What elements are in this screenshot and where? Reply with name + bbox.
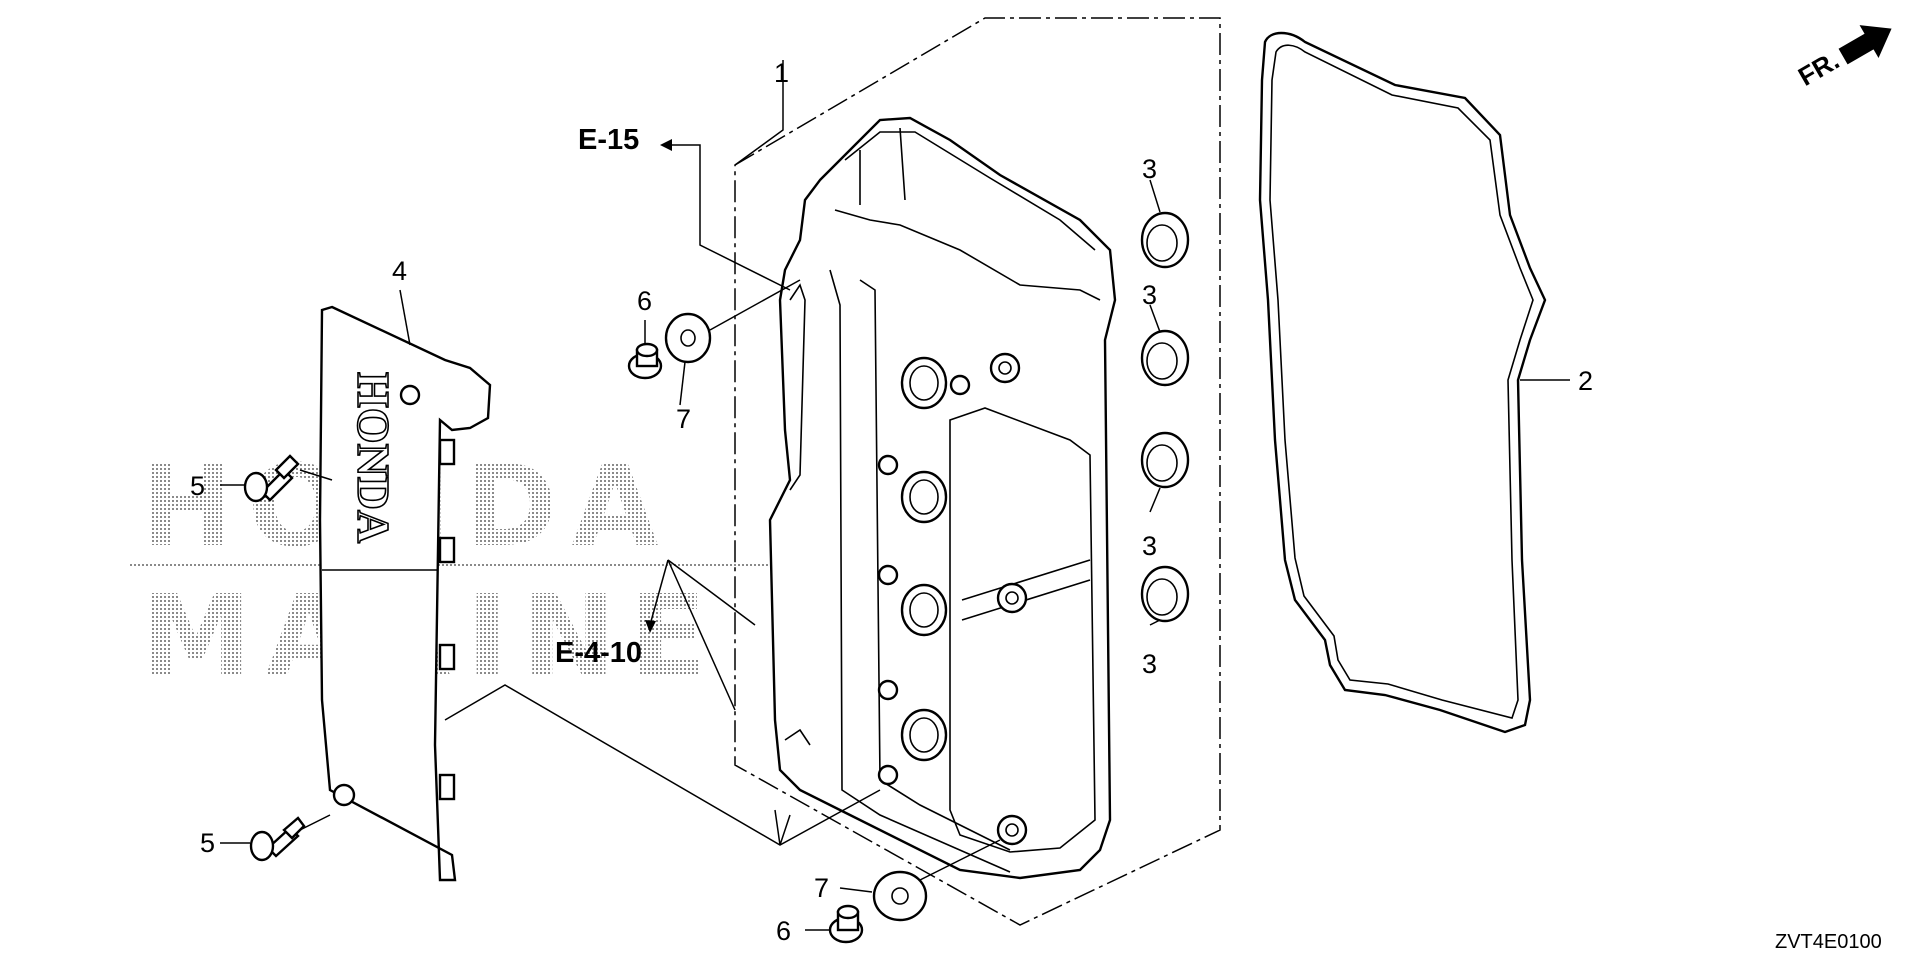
bolt-cap-upper[interactable] bbox=[627, 342, 663, 380]
assembly-group-frame bbox=[734, 17, 1221, 926]
callout-seal-b: 3 bbox=[1142, 280, 1157, 310]
bolt-lower[interactable] bbox=[249, 816, 306, 862]
callout-cover-panel: 4 bbox=[392, 256, 407, 286]
bolt-upper[interactable] bbox=[243, 454, 300, 503]
mounting-bosses bbox=[877, 352, 1028, 846]
cover-panel[interactable]: HONDA bbox=[318, 305, 492, 882]
spark-plug-hole bbox=[900, 356, 948, 762]
cover-logo-honda: HONDA bbox=[348, 372, 399, 543]
cover-panel-tabs bbox=[438, 438, 456, 801]
callout-seal-c: 3 bbox=[1142, 531, 1157, 561]
reference-e-4-10[interactable]: E-4-10 bbox=[555, 637, 642, 669]
callout-gasket: 2 bbox=[1578, 366, 1593, 396]
callout-seal-d: 3 bbox=[1142, 649, 1157, 679]
seal-a[interactable] bbox=[1140, 211, 1190, 269]
grommet-upper[interactable] bbox=[664, 312, 712, 364]
callout-grommet-upper: 7 bbox=[676, 404, 691, 434]
seal-d[interactable] bbox=[1140, 565, 1190, 623]
callout-grommet-lower: 7 bbox=[814, 873, 829, 903]
bolt-cap-lower[interactable] bbox=[828, 904, 864, 944]
seal-b[interactable] bbox=[1140, 329, 1190, 387]
callout-bolt-cap-lower: 6 bbox=[776, 916, 791, 946]
leader-lines bbox=[220, 60, 1570, 931]
reference-e-15[interactable]: E-15 bbox=[578, 124, 639, 156]
callout-seal-a: 3 bbox=[1142, 154, 1157, 184]
callout-bolt-lower: 5 bbox=[200, 828, 215, 858]
callout-cylinder-head-cover: 1 bbox=[774, 58, 789, 88]
callout-bolt-upper: 5 bbox=[190, 471, 205, 501]
diagram-code: ZVT4E0100 bbox=[1775, 931, 1882, 953]
grommet-lower[interactable] bbox=[872, 870, 928, 922]
cylinder-head-cover[interactable] bbox=[768, 116, 1117, 880]
gasket[interactable] bbox=[1258, 31, 1547, 734]
front-arrow-icon bbox=[1838, 25, 1892, 65]
seal-c[interactable] bbox=[1140, 431, 1190, 489]
front-direction-indicator: FR. bbox=[1793, 25, 1892, 92]
callout-bolt-cap-upper: 6 bbox=[637, 286, 652, 316]
front-direction-label: FR. bbox=[1793, 45, 1844, 92]
